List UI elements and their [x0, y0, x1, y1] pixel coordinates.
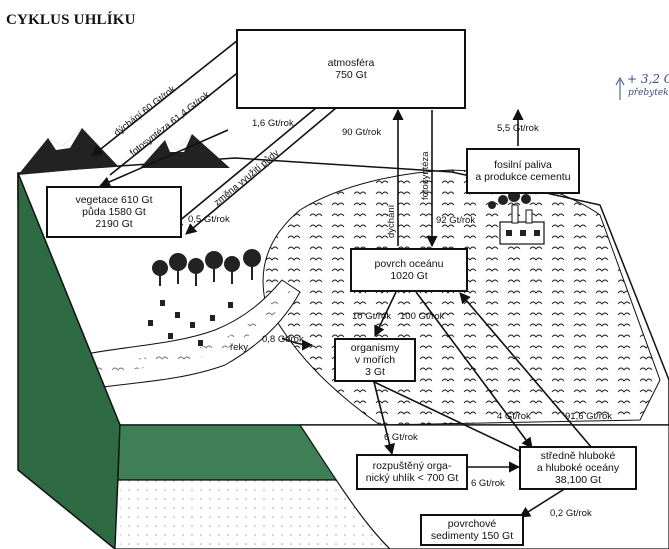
organisms-to-deep-value: 4 Gt/rok [497, 411, 531, 422]
rivers-label: řeky [230, 342, 248, 353]
ocean-surface-box: povrch oceánu 1020 Gt [350, 248, 468, 292]
cliff-left [17, 172, 121, 549]
organisms-to-dissolved-value: 6 Gt/rok [384, 432, 418, 443]
seas-label: v mořích [354, 354, 396, 366]
vegetation-label: vegetace 610 Gt [75, 194, 153, 206]
flow-arrows [91, 39, 593, 518]
rivers-flow-value: 0,8 Gt/rok [262, 334, 304, 345]
soil-flow-value: 0,5 Gt/rok [188, 214, 230, 225]
atmosphere-value: 750 Gt [335, 69, 367, 81]
fossil-fuel-box: fosilní paliva a produkce cementu [466, 148, 580, 194]
atmosphere-box: atmosféra 750 Gt [236, 29, 466, 109]
deep-ocean-label-2: a hluboké oceány [536, 462, 620, 474]
organisms-label: organismy [350, 342, 400, 354]
organisms-value: 3 Gt [365, 366, 385, 378]
land-total: 2190 Gt [95, 218, 133, 230]
cement-label: a produkce cementu [475, 171, 571, 183]
ocean-photosynthesis-label: fotosyntéza [420, 151, 431, 200]
diagram-title: CYKLUS UHLÍKU [6, 12, 136, 28]
trees [152, 249, 261, 286]
ocean-surface-value: 1020 Gt [390, 270, 428, 282]
fossil-flow-value: 5,5 Gt/rok [497, 123, 539, 134]
sediments-value: sedimenty 150 Gt [430, 530, 514, 542]
land-use-flow-value: 1,6 Gt/rok [252, 118, 294, 129]
deep-ocean-value: 38,100 Gt [554, 474, 602, 486]
ocean-respiration-label: dýchání [386, 204, 397, 238]
fossil-label: fosilní paliva [494, 159, 552, 171]
handwritten-mark [615, 76, 625, 100]
deep-to-surface-value: 91,6 Gt/rok [565, 411, 612, 422]
dissolved-label: rozpuštěný orga- [372, 460, 452, 472]
atmosphere-label: atmosféra [327, 57, 375, 69]
river-waves [58, 287, 293, 383]
marine-organisms-box: organismy v mořích 3 Gt [334, 338, 416, 382]
surface-to-organisms-value: 10 Gt/rok [352, 311, 392, 322]
handwritten-value: + 3,2 G [627, 72, 669, 86]
tree-stumps [148, 300, 233, 346]
factory-icon [488, 190, 545, 245]
vegetation-box: vegetace 610 Gt půda 1580 Gt 2190 Gt [46, 186, 182, 238]
dissolved-value: nický uhlík < 700 Gt [365, 472, 459, 484]
surface-to-deep-value: 100 Gt/rok [400, 311, 445, 322]
soil-label: půda 1580 Gt [82, 206, 146, 218]
ocean-down-flow-value: 92 Gt/rok [436, 215, 476, 226]
sediments-label: povrchové [447, 518, 497, 530]
deep-to-sediments-value: 0,2 Gt/rok [550, 508, 592, 519]
sediments-box: povrchové sedimenty 150 Gt [420, 514, 524, 546]
deep-ocean-label-1: středně hluboké [540, 450, 616, 462]
dissolved-to-deep-value: 6 Gt/rok [471, 478, 505, 489]
deep-ocean-box: středně hluboké a hluboké oceány 38,100 … [519, 446, 637, 490]
ocean-surface-label: povrch oceánu [374, 258, 444, 270]
ocean-up-flow-value: 90 Gt/rok [342, 127, 382, 138]
handwritten-note: přebytek [628, 88, 669, 98]
dissolved-carbon-box: rozpuštěný orga- nický uhlík < 700 Gt [356, 454, 468, 490]
